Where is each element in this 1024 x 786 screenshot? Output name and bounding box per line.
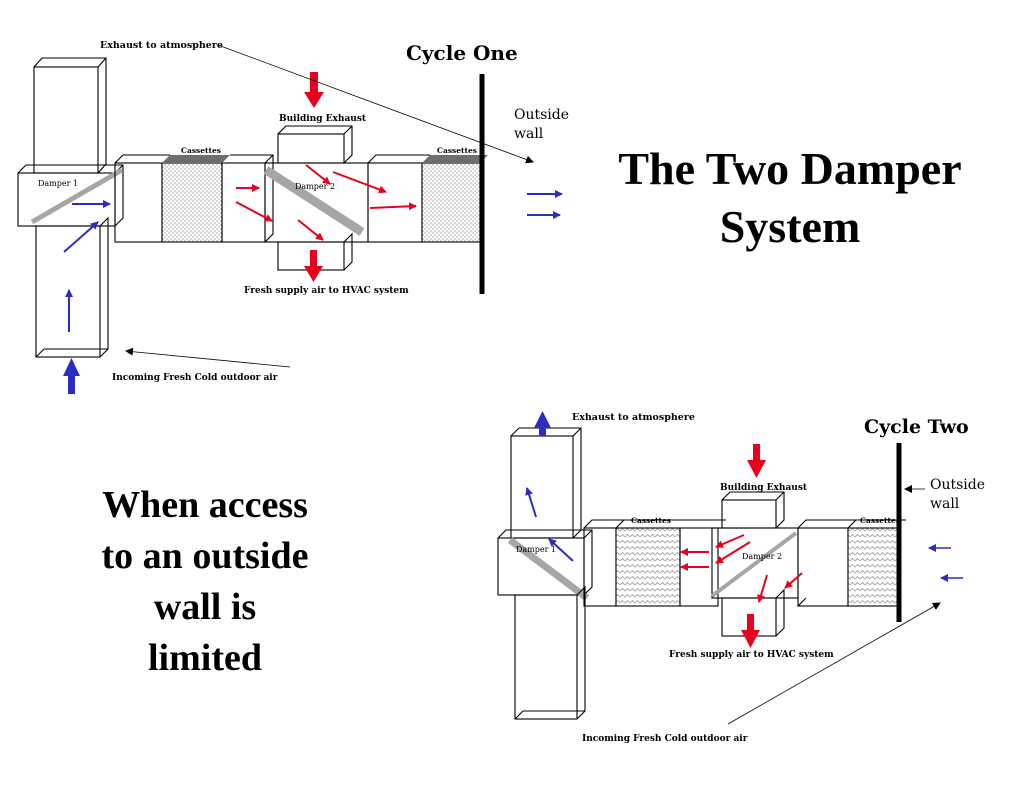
cycle-one-duct-right [367, 154, 430, 243]
cycle-two-damper2-blade [710, 531, 798, 598]
cycle-one-damper1-blade [30, 167, 124, 225]
slide-subtitle-line-4: limited [148, 637, 262, 679]
cycle-two-cassettes-right-label: Cassettes [860, 516, 900, 525]
cycle-two-heading: Cycle Two [864, 416, 969, 438]
cycle-one-intake-stack [35, 216, 109, 358]
cycle-one-exhaust-label: Exhaust to atmosphere [100, 40, 223, 51]
cycle-two-outside-wall-label-2: wall [930, 496, 960, 512]
cycle-one-heading: Cycle One [406, 41, 518, 65]
cycle-one-damper1-chamber [17, 164, 124, 227]
cycle-two-damper1-blade [507, 537, 590, 601]
cycle-two-incoming-label: Incoming Fresh Cold outdoor air [582, 734, 748, 744]
cycle-two-fresh-supply-label: Fresh supply air to HVAC system [669, 650, 834, 660]
cycle-two-cassette-right [847, 527, 899, 607]
cycle-one-outside-wall-label-2: wall [514, 126, 544, 142]
slide-title: The Two Damper System [560, 140, 1020, 256]
cycle-two-intake-stack [514, 585, 586, 720]
cycle-one-pointers [125, 44, 534, 368]
cycle-one-cassettes-left-label: Cassettes [181, 146, 221, 155]
cycle-one-fresh-supply-label: Fresh supply air to HVAC system [244, 286, 409, 296]
cycle-two-exhaust-stack [510, 427, 582, 539]
slide-title-line-1: The Two Damper [618, 143, 962, 194]
slide-subtitle: When access to an outside wall is limite… [40, 480, 370, 684]
cycle-one-incoming-label: Incoming Fresh Cold outdoor air [112, 373, 278, 383]
cycle-two-building-exhaust-label: Building Exhaust [720, 483, 808, 493]
cycle-one-cassettes-right-label: Cassettes [437, 146, 477, 155]
slide-title-line-2: System [719, 201, 861, 252]
cycle-two-outside-wall-label-1: Outside [930, 477, 985, 493]
slide-subtitle-line-2: to an outside [101, 535, 309, 577]
cycle-one-fresh-arrows [63, 190, 563, 394]
cycle-one-cassette-right [421, 162, 481, 243]
cycle-two-fresh-arrows [525, 411, 963, 582]
cycle-one-diagram: Cycle One Exhaust to atmosphere Outside … [17, 40, 569, 394]
cycle-one-exhaust-arrows [235, 72, 417, 282]
cycle-one-damper1-label: Damper 1 [38, 179, 78, 188]
cycle-two-damper2-label: Damper 2 [742, 552, 782, 561]
cycle-two-diagram: Cycle Two Exhaust to atmosphere Outside … [497, 411, 985, 744]
cycle-one-building-exhaust-label: Building Exhaust [279, 114, 367, 124]
cycle-one-exhaust-stack [33, 57, 107, 174]
cycle-two-damper1-label: Damper 1 [516, 545, 556, 554]
cycle-one-damper2-label: Damper 2 [295, 182, 335, 191]
cycle-two-exhaust-label: Exhaust to atmosphere [572, 412, 695, 423]
cycle-two-duct-right [797, 519, 856, 607]
cycle-one-damper2-blade [263, 166, 365, 236]
cycle-two-exhaust-arrows [680, 444, 803, 648]
cycle-two-cassette-left [615, 527, 681, 607]
cycle-two-cassettes-left-label: Cassettes [631, 516, 671, 525]
cycle-one-outside-wall-label-1: Outside [514, 107, 569, 123]
cycle-one-cassette-left [161, 162, 223, 243]
cycle-two-pointers [727, 485, 941, 725]
cycle-one-cassette-right-top [422, 155, 488, 163]
slide-subtitle-line-3: wall is [153, 586, 257, 628]
slide-subtitle-line-1: When access [102, 484, 308, 526]
cycle-one-cassette-left-top [162, 155, 230, 163]
